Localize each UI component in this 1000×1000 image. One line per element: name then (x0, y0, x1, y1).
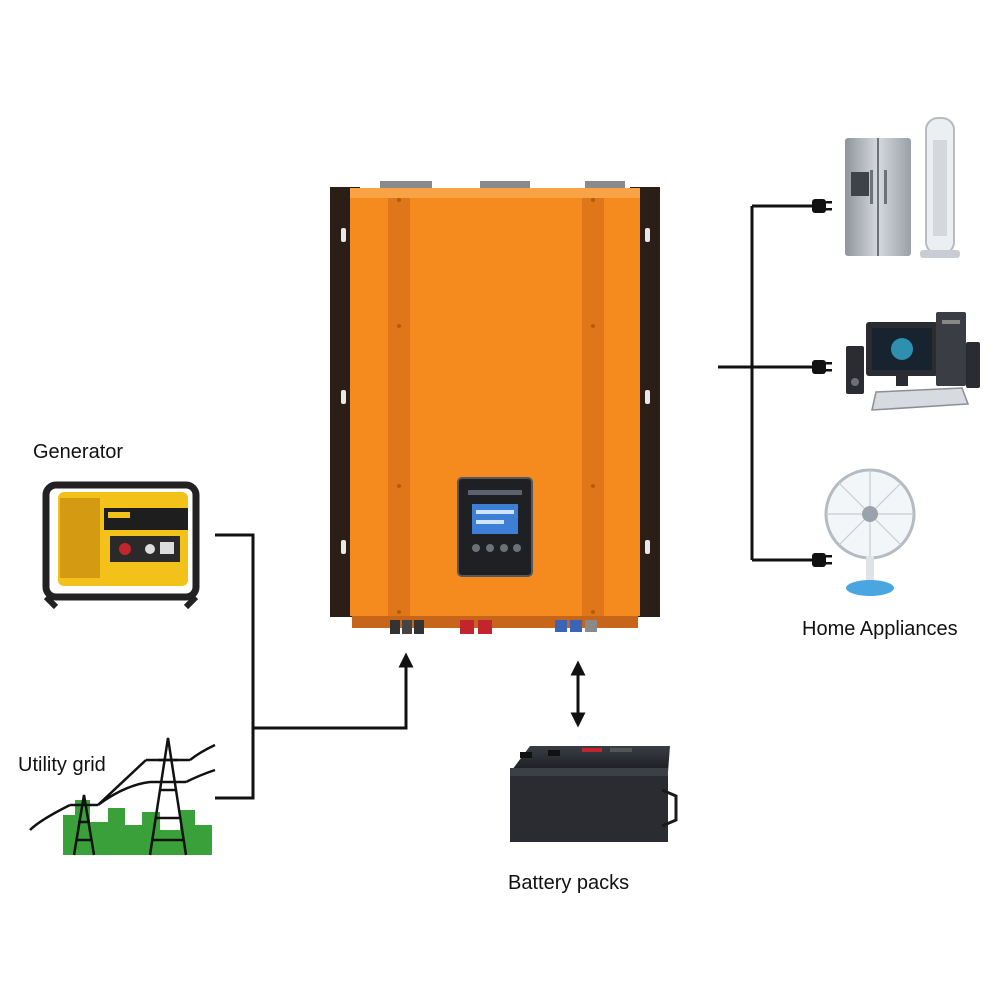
home-appliances-label: Home Appliances (802, 618, 958, 640)
tower-fan-icon (920, 117, 960, 258)
wiring (215, 204, 812, 800)
output-wire (718, 204, 812, 562)
generator-label: Generator (33, 441, 124, 463)
plug-icon (812, 553, 832, 567)
generator-wire (215, 533, 255, 800)
hybrid-inverter-icon (330, 181, 660, 634)
utility-grid-label: Utility grid (18, 754, 106, 776)
plug-icon (812, 360, 832, 374)
inverter-input-wire (253, 652, 414, 730)
battery-icon (510, 746, 678, 842)
desktop-computer-icon (846, 312, 980, 411)
desk-fan-icon (824, 468, 916, 596)
plug-icon (812, 199, 832, 213)
battery-packs-label: Battery packs (508, 872, 630, 894)
generator-icon (42, 481, 200, 610)
refrigerator-icon (845, 138, 911, 256)
power-tower-icon (29, 737, 216, 856)
